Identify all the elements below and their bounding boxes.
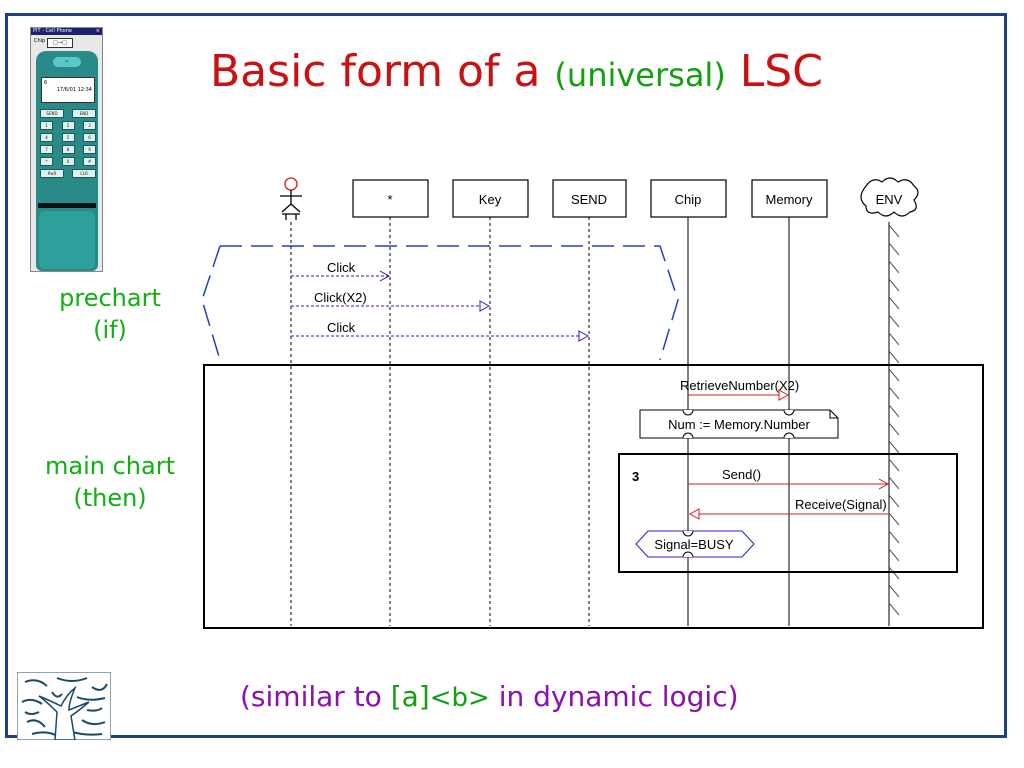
key-power[interactable]: PwR (40, 169, 64, 178)
prechart-label-line1: prechart (59, 284, 161, 312)
message-receive-signal: Receive(Signal) (688, 497, 888, 520)
user-actor-icon (280, 177, 302, 220)
phone-screen: 6 17/6/01 12:34 (41, 77, 95, 103)
lifeline-head-key: Key (452, 179, 529, 218)
key-star[interactable]: * (40, 157, 53, 166)
footer-note: (similar to [a]<b> in dynamic logic) (240, 680, 739, 713)
message-label-send: Send() (722, 467, 761, 482)
key-end[interactable]: END (72, 109, 96, 118)
lifeline-head-memory: Memory (751, 179, 828, 218)
prechart-hexagon (201, 245, 679, 361)
phone-body: ∞ 6 17/6/01 12:34 SEND END 1 2 3 4 5 6 7… (36, 51, 98, 271)
key-hash[interactable]: # (83, 157, 96, 166)
phone-title-bar: PIT - Cell Phone × (31, 28, 102, 35)
lifeline-head-chip: Chip (650, 179, 727, 218)
key-3[interactable]: 3 (83, 121, 96, 130)
phone-lower-panel (39, 211, 95, 269)
chip-button[interactable]: Chip (34, 38, 46, 44)
message-label-click-1: Click (327, 260, 356, 275)
lifeline-head-send: SEND (552, 179, 627, 218)
screen-line: 6 (44, 80, 48, 86)
footer-pre: (similar to (240, 680, 391, 713)
message-label-click-x2: Click(X2) (314, 290, 367, 305)
message-label-click-3: Click (327, 320, 356, 335)
title-paren: (universal) (554, 56, 726, 94)
lifeline-label-memory: Memory (766, 192, 813, 207)
slide-frame (5, 13, 1007, 738)
message-click-x2: Click(X2) (291, 290, 491, 312)
title-main: Basic form of a (210, 46, 541, 97)
prechart-label: prechart (if) (45, 282, 175, 346)
chip-box[interactable]: □→□ (47, 38, 73, 48)
keypad: SEND END 1 2 3 4 5 6 7 8 9 * 0 # (40, 109, 96, 181)
lifeline-label-send: SEND (571, 192, 607, 207)
loop-box: 3 (618, 453, 958, 573)
mainchart-label: main chart (then) (30, 450, 190, 514)
message-send: Send() (688, 467, 890, 490)
message-click-3: Click (291, 320, 590, 342)
key-clear[interactable]: CLR (72, 169, 96, 178)
key-0[interactable]: 0 (61, 157, 75, 166)
footer-a: [a] (390, 680, 430, 713)
key-8[interactable]: 8 (61, 145, 75, 154)
key-4[interactable]: 4 (40, 133, 53, 142)
cell-phone-window: PIT - Cell Phone × Chip □→□ ∞ 6 17/6/01 … (30, 27, 103, 272)
mainchart-label-line1: main chart (45, 452, 175, 480)
lifeline-head-star: * (352, 179, 429, 218)
footer-post: in dynamic logic) (489, 680, 739, 713)
message-retrieve-number: RetrieveNumber(X2) (680, 378, 799, 401)
lifeline-label-key: Key (479, 192, 502, 207)
key-7[interactable]: 7 (40, 145, 53, 154)
key-5[interactable]: 5 (61, 133, 75, 142)
assignment-note: Num := Memory.Number (639, 409, 839, 439)
lifeline-label-env: ENV (876, 192, 903, 207)
key-2[interactable]: 2 (61, 121, 75, 130)
env-lifeline (888, 222, 900, 626)
close-icon[interactable]: × (95, 28, 100, 34)
screen-datetime: 17/6/01 12:34 (56, 87, 92, 93)
footer-b: <b> (429, 683, 490, 713)
message-label-receive: Receive(Signal) (795, 497, 887, 512)
phone-window-title: PIT - Cell Phone (33, 28, 72, 34)
phone-slot (38, 203, 96, 208)
loop-count: 3 (632, 469, 639, 484)
key-1[interactable]: 1 (40, 121, 53, 130)
prechart-label-line2: (if) (93, 316, 127, 344)
main-chart-box (203, 364, 984, 629)
key-send[interactable]: SEND (40, 109, 64, 118)
lifeline-label-chip: Chip (675, 192, 702, 207)
phone-logo-icon: ∞ (53, 57, 81, 67)
mainchart-label-line2: (then) (73, 484, 147, 512)
message-label-retrieve: RetrieveNumber(X2) (680, 378, 799, 393)
lifeline-head-env: ENV (860, 177, 919, 217)
key-6[interactable]: 6 (83, 133, 96, 142)
lifeline-label-star: * (387, 192, 392, 207)
assignment-text: Num := Memory.Number (668, 417, 810, 432)
condition-text: Signal=BUSY (654, 537, 733, 552)
key-9[interactable]: 9 (83, 145, 96, 154)
condition-hexagon: Signal=BUSY (635, 530, 755, 558)
slide-title: Basic form of a (universal) LSC (210, 46, 930, 97)
title-end: LSC (739, 46, 823, 97)
institution-logo-icon (17, 672, 111, 740)
message-click-1: Click (291, 260, 391, 282)
